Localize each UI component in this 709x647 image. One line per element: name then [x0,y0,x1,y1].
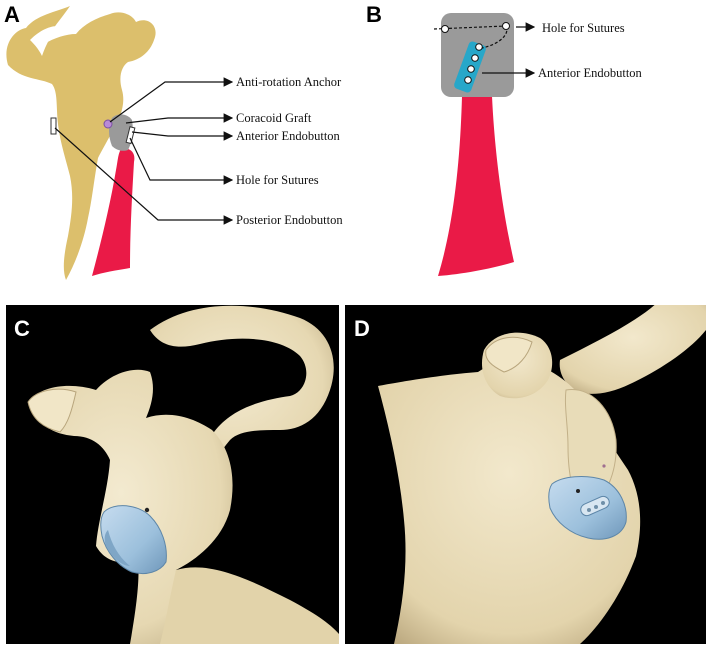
panel-c: C [6,305,345,644]
button-hole-2 [472,55,479,62]
panel-letter-a: A [4,2,20,27]
suture-hole-right [503,23,510,30]
drill-hole-d [576,489,580,493]
button-hole-1 [476,44,483,51]
leader-anchor [110,82,232,122]
drill-hole-c [145,508,149,512]
implant-d-hole-2 [594,505,598,509]
button-hole-3 [468,66,475,73]
posterior-endobutton [51,118,56,134]
anchor-mark-d [602,464,605,467]
panel-a: A Anti-rotation Anchor Coracoid Graft An… [4,2,343,280]
label-anti-rotation-anchor: Anti-rotation Anchor [236,75,342,89]
panel-letter-b: B [366,2,382,27]
label-anterior-endobutton: Anterior Endobutton [236,129,341,143]
leader-hole [130,138,232,180]
implant-d-hole-3 [601,501,605,505]
label-hole-for-sutures: Hole for Sutures [236,173,319,187]
panel-letter-c: C [14,316,30,341]
suture-hole-left [442,26,449,33]
panel-letter-d: D [354,316,370,341]
conjoint-tendon-b [438,96,514,276]
label-hole-for-sutures-b: Hole for Sutures [542,21,625,35]
scapula-illustration [6,6,155,280]
label-posterior-endobutton: Posterior Endobutton [236,213,343,227]
panel-d: D [345,300,706,644]
button-hole-4 [465,77,472,84]
leader-graft [126,118,232,123]
label-coracoid-graft: Coracoid Graft [236,111,312,125]
panel-b: B Hole for Sutures Anterior Endobutton [366,2,643,276]
implant-d-hole-1 [587,508,591,512]
leader-anterior-endobutton [132,132,232,136]
label-anterior-endobutton-b: Anterior Endobutton [538,66,643,80]
